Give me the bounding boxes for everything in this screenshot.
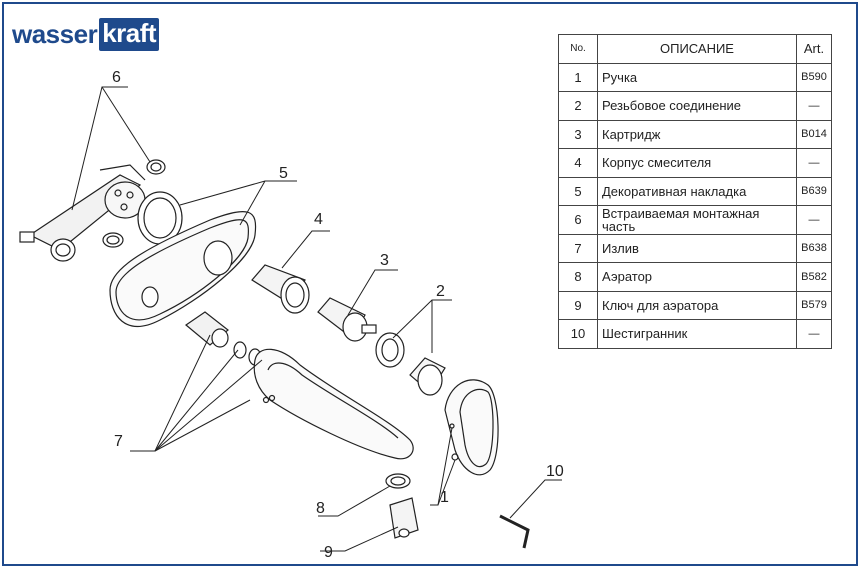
header-art: Art. bbox=[796, 34, 832, 64]
part-1-handle bbox=[444, 379, 499, 476]
callout-10: 10 bbox=[546, 463, 564, 480]
row-desc: Встраиваемая монтажная часть bbox=[597, 205, 797, 235]
brand-logo-kraft: kraft bbox=[99, 17, 160, 51]
row-desc: Декоративная накладка bbox=[597, 176, 797, 206]
callout-1: 1 bbox=[440, 489, 449, 506]
part-3-cartridge bbox=[317, 297, 377, 342]
part-2-threaded-connection bbox=[375, 332, 446, 396]
row-desc: Шестигранник bbox=[597, 319, 797, 349]
part-7-spout bbox=[185, 311, 414, 460]
callout-8: 8 bbox=[316, 500, 325, 517]
row-no: 4 bbox=[558, 148, 598, 178]
callout-9: 9 bbox=[324, 544, 333, 561]
row-art: B638 bbox=[796, 233, 832, 263]
row-desc: Ручка bbox=[597, 62, 797, 92]
row-no: 1 bbox=[558, 62, 598, 92]
row-art: — bbox=[796, 205, 832, 235]
brand-logo-wasser: wasser bbox=[12, 18, 98, 49]
row-art: B579 bbox=[796, 290, 832, 320]
header-no: No. bbox=[558, 34, 598, 64]
callout-7: 7 bbox=[114, 433, 123, 450]
callout-3: 3 bbox=[380, 252, 389, 269]
callout-2: 2 bbox=[436, 283, 445, 300]
part-4-mixer-body bbox=[251, 264, 310, 314]
part-6-mounting-body bbox=[19, 159, 166, 262]
row-no: 6 bbox=[558, 205, 598, 235]
row-desc: Картридж bbox=[597, 119, 797, 149]
part-8-aerator bbox=[385, 473, 411, 489]
part-10-hex-key bbox=[499, 514, 530, 549]
row-no: 8 bbox=[558, 262, 598, 292]
callout-5: 5 bbox=[279, 165, 288, 182]
row-no: 9 bbox=[558, 290, 598, 320]
row-art: B014 bbox=[796, 119, 832, 149]
row-desc: Резьбовое соединение bbox=[597, 91, 797, 121]
row-desc: Ключ для аэратора bbox=[597, 290, 797, 320]
parts-table-header: No. ОПИСАНИЕ Art. bbox=[558, 34, 832, 64]
row-desc: Излив bbox=[597, 233, 797, 263]
row-art: — bbox=[796, 148, 832, 178]
row-art: B639 bbox=[796, 176, 832, 206]
leader-lines bbox=[71, 86, 562, 552]
callout-6: 6 bbox=[112, 69, 121, 86]
row-art: B590 bbox=[796, 62, 832, 92]
row-desc: Корпус смесителя bbox=[597, 148, 797, 178]
row-no: 5 bbox=[558, 176, 598, 206]
row-no: 2 bbox=[558, 91, 598, 121]
row-no: 10 bbox=[558, 319, 598, 349]
row-art: B582 bbox=[796, 262, 832, 292]
row-no: 3 bbox=[558, 119, 598, 149]
part-9-aerator-key bbox=[389, 497, 419, 539]
row-no: 7 bbox=[558, 233, 598, 263]
row-art: — bbox=[796, 91, 832, 121]
part-5-decorative-plate bbox=[109, 191, 257, 327]
row-desc: Аэратор bbox=[597, 262, 797, 292]
callout-4: 4 bbox=[314, 211, 323, 228]
header-description: ОПИСАНИЕ bbox=[597, 34, 797, 64]
row-art: — bbox=[796, 319, 832, 349]
